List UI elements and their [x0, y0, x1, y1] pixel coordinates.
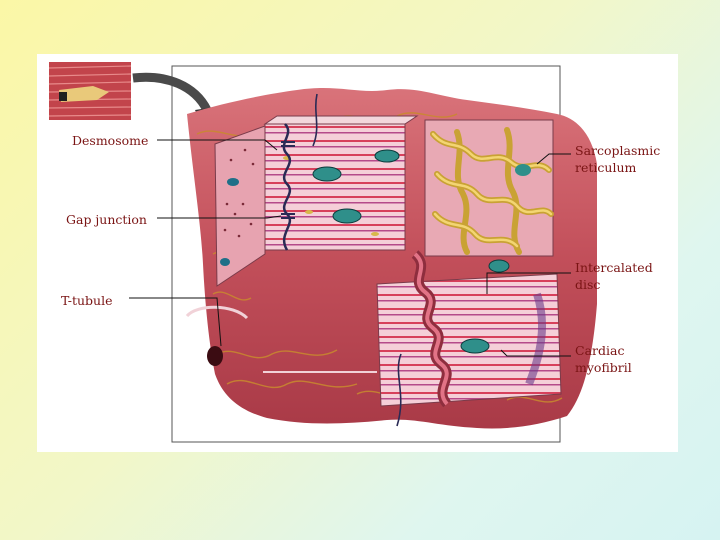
upper-myofibril-block	[265, 116, 417, 250]
sarcoplasmic-reticulum-block	[425, 120, 553, 256]
muscle-thumbnail	[49, 62, 131, 120]
label-t-tubule: T-tubule	[61, 292, 112, 309]
cardiac-muscle-illustration	[37, 54, 678, 452]
diagram-panel: Desmosome Gap junction T-tubule Sarcopla…	[37, 54, 678, 452]
label-intercalated-disc: Intercalated disc	[575, 259, 661, 293]
label-sarcoplasmic-reticulum: Sarcoplasmic reticulum	[575, 142, 655, 176]
label-desmosome: Desmosome	[72, 132, 148, 149]
label-cardiac-myofibril: Cardiac myofibril	[575, 342, 645, 376]
label-gap-junction: Gap junction	[66, 211, 147, 228]
